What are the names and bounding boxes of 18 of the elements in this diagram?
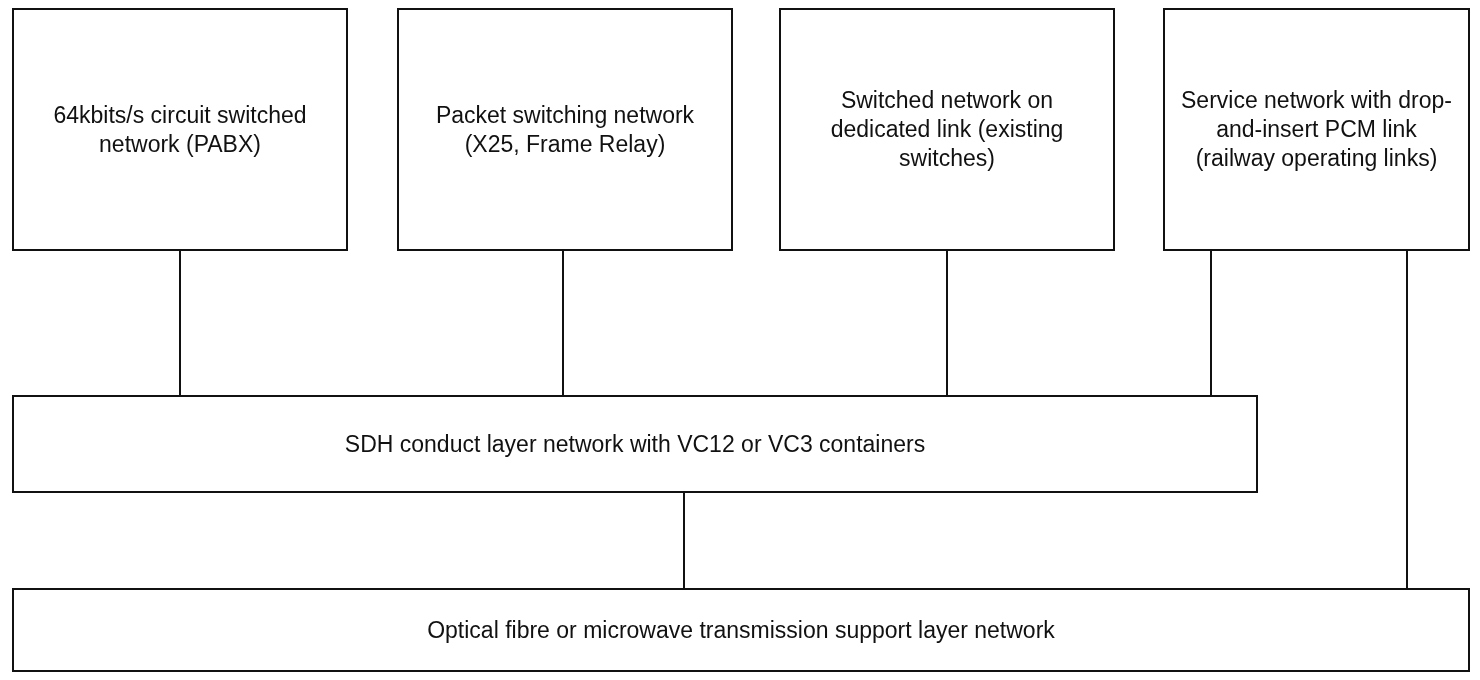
connector-line (179, 250, 181, 396)
box-label: Service network with drop-and-insert PCM link (railway operating links) (1180, 86, 1453, 173)
network-layer-box (397, 8, 733, 251)
connector-line (562, 250, 564, 396)
connector-line (1406, 250, 1408, 589)
box-label: Packet switching network (X25, Frame Relay) (434, 100, 696, 159)
network-layer-box (779, 8, 1115, 251)
connector-line (683, 492, 685, 589)
connector-line (1210, 250, 1212, 396)
box-label: Optical fibre or microwave transmission support layer network (427, 615, 1055, 645)
network-layer-box (12, 588, 1470, 672)
box-label: 64kbits/s circuit switched network (PABX) (52, 100, 308, 159)
box-label: Switched network on dedicated link (existing switches) (829, 86, 1065, 173)
network-layer-box (1163, 8, 1470, 251)
network-layer-box (12, 395, 1258, 493)
connector-line (946, 250, 948, 396)
box-label: SDH conduct layer network with VC12 or VC3 containers (344, 429, 926, 459)
network-layer-box (12, 8, 348, 251)
